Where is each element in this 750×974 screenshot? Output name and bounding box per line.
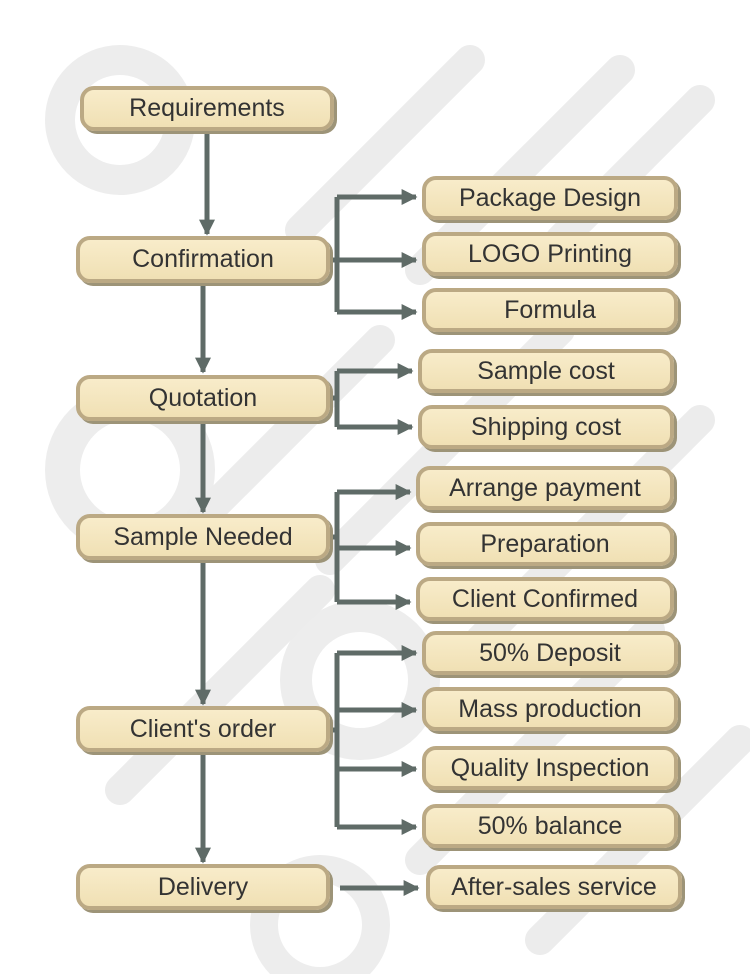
branch-package-design: Package Design xyxy=(422,176,678,220)
step-sample-needed-label: Sample Needed xyxy=(113,522,293,551)
branch-formula: Formula xyxy=(422,288,678,332)
step-sample-needed: Sample Needed xyxy=(76,514,330,560)
branch-quality-inspection: Quality Inspection xyxy=(422,746,678,790)
branch-arrange-payment-label: Arrange payment xyxy=(449,473,641,502)
branch-arrange-payment: Arrange payment xyxy=(416,466,674,510)
branch-deposit: 50% Deposit xyxy=(422,631,678,675)
branch-sample-cost: Sample cost xyxy=(418,349,674,393)
branch-shipping-cost: Shipping cost xyxy=(418,405,674,449)
branch-client-confirmed-label: Client Confirmed xyxy=(451,584,639,613)
branch-mass-production: Mass production xyxy=(422,687,678,731)
step-clients-order-label: Client's order xyxy=(129,714,277,743)
branch-sample-cost-label: Sample cost xyxy=(477,356,615,385)
branch-logo-printing-label: LOGO Printing xyxy=(468,239,632,268)
branch-balance: 50% balance xyxy=(422,804,678,848)
step-delivery-label: Delivery xyxy=(157,872,249,901)
branch-package-design-label: Package Design xyxy=(458,183,642,212)
branch-deposit-label: 50% Deposit xyxy=(479,638,621,667)
branch-shipping-cost-label: Shipping cost xyxy=(470,412,622,441)
branch-after-sales-service-label: After-sales service xyxy=(451,872,657,901)
step-clients-order: Client's order xyxy=(76,706,330,752)
branch-client-confirmed: Client Confirmed xyxy=(416,577,674,621)
branch-quality-inspection-label: Quality Inspection xyxy=(450,753,650,782)
step-delivery: Delivery xyxy=(76,864,330,910)
branch-preparation-label: Preparation xyxy=(480,529,610,558)
step-confirmation: Confirmation xyxy=(76,236,330,283)
branch-formula-label: Formula xyxy=(504,295,596,324)
step-quotation: Quotation xyxy=(76,375,330,421)
branch-after-sales-service: After-sales service xyxy=(426,865,682,909)
step-requirements: Requirements xyxy=(80,86,334,131)
step-confirmation-label: Confirmation xyxy=(132,245,274,273)
step-requirements-label: Requirements xyxy=(129,94,285,122)
branch-mass-production-label: Mass production xyxy=(458,694,642,723)
step-quotation-label: Quotation xyxy=(148,383,258,412)
branch-balance-label: 50% balance xyxy=(477,811,623,840)
branch-preparation: Preparation xyxy=(416,522,674,566)
branch-logo-printing: LOGO Printing xyxy=(422,232,678,276)
